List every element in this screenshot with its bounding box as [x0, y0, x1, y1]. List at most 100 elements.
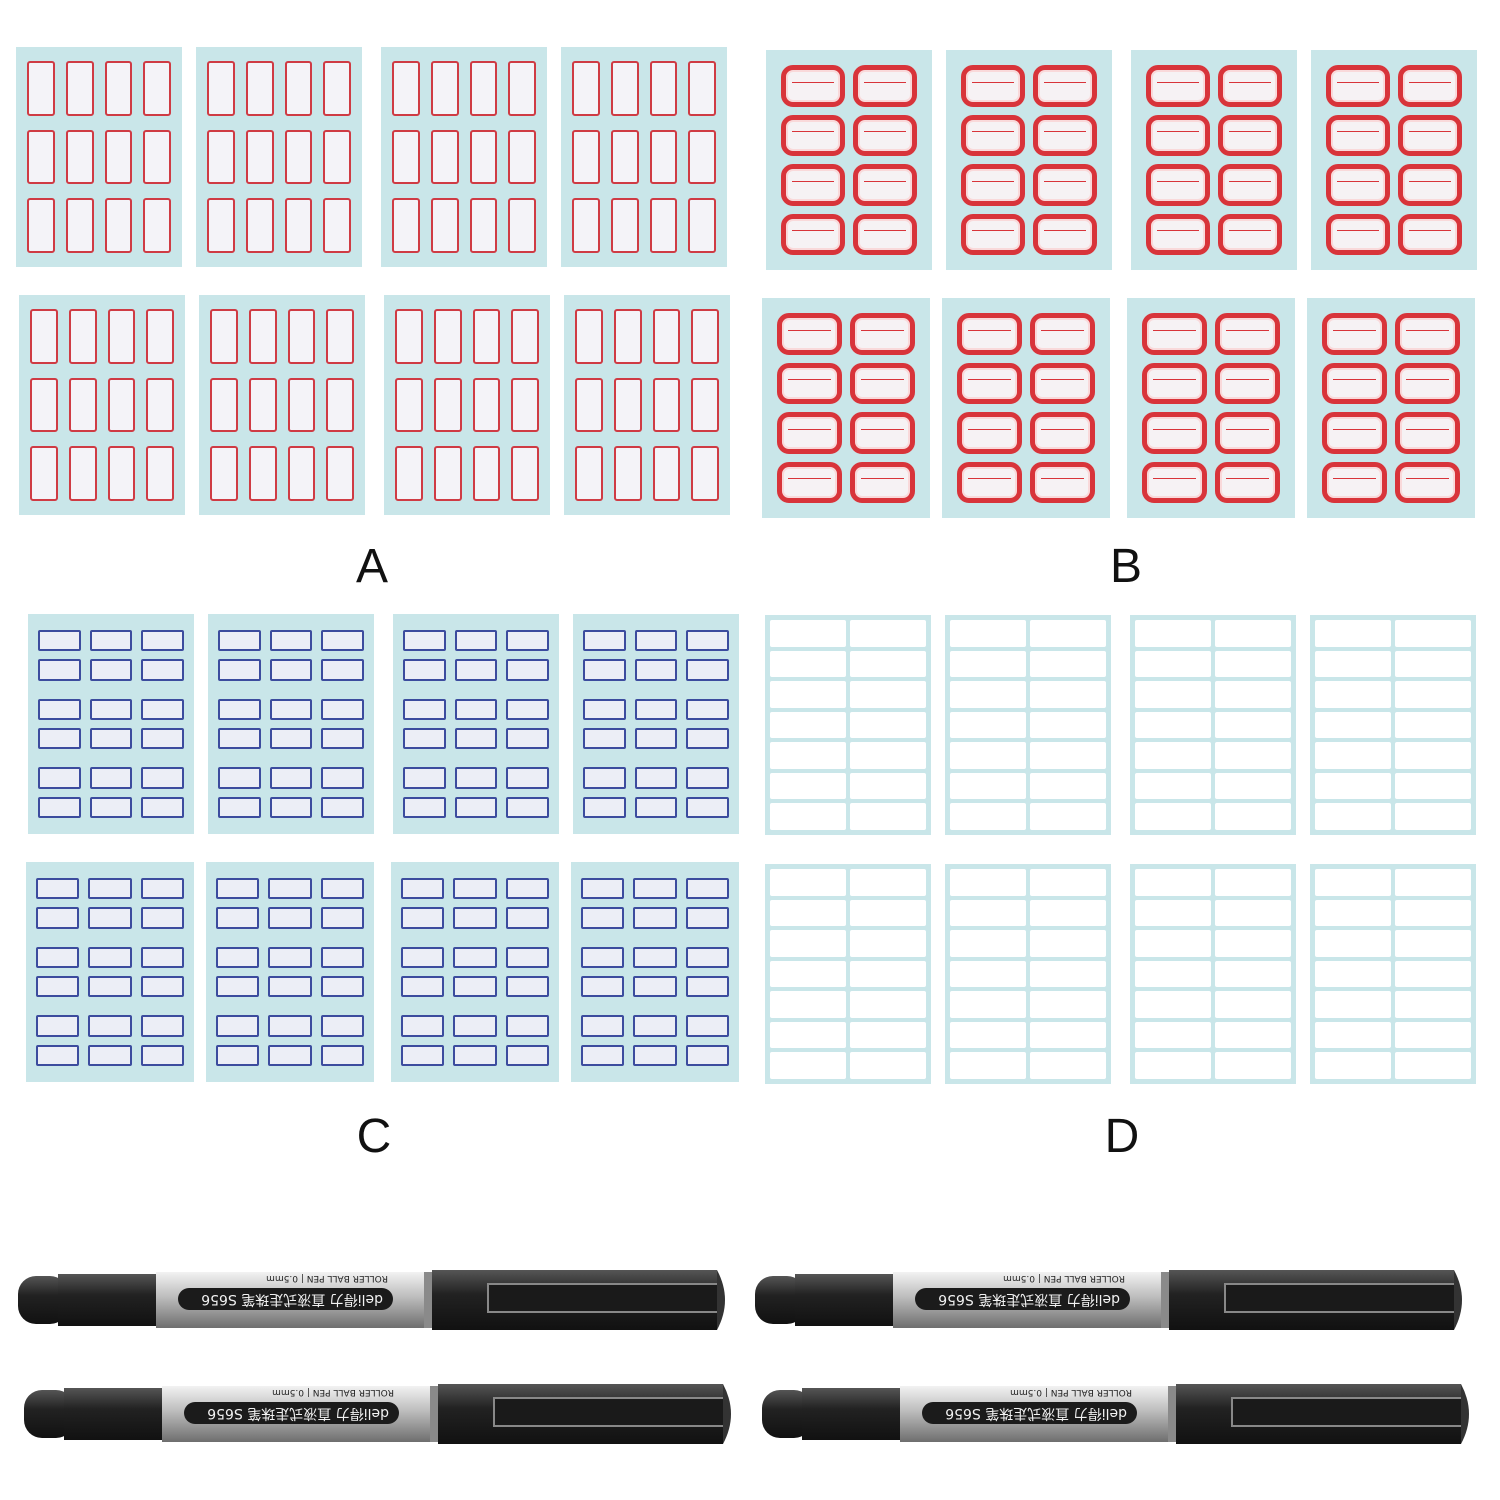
sticker-label: [581, 1015, 625, 1037]
sticker-label: [433, 377, 462, 433]
pen-type-text: ROLLER BALL PEN | 0.5mm: [1003, 1273, 1125, 1283]
sticker-label: [38, 698, 81, 720]
sticker-label: [1215, 742, 1291, 769]
sticker-label: [508, 198, 536, 253]
sticker-label: [575, 446, 603, 501]
sticker-label: [216, 907, 260, 929]
label-sheet: [1127, 298, 1295, 518]
sticker-label: [850, 930, 926, 957]
label-sheet: [208, 614, 374, 834]
sticker-label: [454, 659, 498, 681]
pen-end-cap: [762, 1390, 812, 1438]
sticker-label: [268, 976, 312, 998]
sticker-label: [850, 362, 915, 404]
group-label-b: B: [1109, 540, 1142, 593]
sticker-label: [30, 446, 58, 501]
sticker-label: [506, 630, 549, 652]
sticker-label: [88, 878, 132, 900]
sticker-label: [88, 1044, 132, 1066]
sticker-label: [27, 61, 55, 116]
pen-band: [424, 1272, 434, 1328]
sticker-label: [686, 630, 729, 652]
pen-tip: [1461, 1384, 1469, 1444]
pen-grip: [58, 1274, 158, 1326]
sticker-label: [770, 899, 846, 927]
sticker-label: [395, 309, 423, 364]
sticker-label: [216, 878, 260, 900]
sticker-label: [1135, 960, 1211, 988]
pen-brand-text: deli得力 直液式走珠笔 S656: [207, 1405, 389, 1422]
sticker-label: [30, 377, 58, 433]
sticker-label: [1326, 213, 1390, 255]
sticker-label: [950, 772, 1026, 800]
sticker-label: [320, 878, 364, 900]
sticker-label: [950, 711, 1026, 739]
sticker-label: [777, 412, 842, 454]
sticker-label: [287, 309, 316, 364]
sticker-label: [65, 198, 94, 253]
sticker-label: [1135, 991, 1211, 1018]
sticker-label: [1398, 213, 1462, 255]
sticker-label: [1030, 650, 1106, 678]
sticker-label: [269, 796, 313, 818]
sticker-label: [1395, 1052, 1471, 1079]
sticker-label: [633, 946, 677, 968]
sticker-label: [850, 620, 926, 647]
sticker-label: [1142, 313, 1207, 355]
sticker-label: [248, 377, 277, 433]
sticker-label: [957, 461, 1022, 503]
sticker-label: [89, 698, 133, 720]
sticker-label: [850, 772, 926, 800]
label-sheet: [766, 50, 932, 270]
sticker-label: [1398, 164, 1462, 206]
sticker-label: [1395, 930, 1471, 957]
sticker-label: [268, 1015, 312, 1037]
sticker-label: [107, 377, 136, 433]
sticker-label: [652, 446, 681, 501]
group-label-a: A: [355, 540, 388, 593]
sticker-label: [146, 446, 174, 501]
sticker-label: [269, 728, 313, 750]
sticker-label: [950, 899, 1026, 927]
sticker-label: [269, 767, 313, 789]
sticker-label: [284, 61, 313, 116]
sticker-label: [961, 164, 1025, 206]
sticker-label: [1135, 803, 1211, 830]
sticker-label: [1315, 803, 1391, 830]
sticker-label: [1030, 991, 1106, 1018]
pen-grip: [802, 1388, 902, 1440]
sticker-label: [401, 1044, 445, 1066]
sticker-label: [1315, 681, 1391, 708]
sticker-label: [633, 976, 677, 998]
sticker-label: [1142, 412, 1207, 454]
pen-end-cap: [755, 1276, 805, 1324]
sticker-label: [581, 1044, 625, 1066]
sticker-label: [268, 946, 312, 968]
sticker-label: [218, 796, 261, 818]
label-sheet: [765, 615, 931, 835]
sticker-label: [1215, 991, 1291, 1018]
sticker-label: [36, 907, 80, 929]
sticker-label: [685, 878, 729, 900]
sticker-label: [691, 377, 719, 433]
sticker-label: [284, 129, 313, 185]
label-sheet: [384, 295, 550, 515]
sticker-label: [89, 728, 133, 750]
sticker-label: [961, 213, 1025, 255]
sticker-label: [323, 61, 351, 116]
label-sheet: [1311, 50, 1477, 270]
sticker-label: [401, 1015, 445, 1037]
sticker-label: [770, 1021, 846, 1049]
sticker-label: [1315, 742, 1391, 769]
sticker-label: [1215, 930, 1291, 957]
sticker-label: [633, 1015, 677, 1037]
sticker-label: [770, 650, 846, 678]
sticker-label: [583, 630, 626, 652]
sticker-label: [505, 907, 549, 929]
sticker-label: [269, 659, 313, 681]
sticker-label: [140, 1044, 184, 1066]
sticker-label: [1315, 991, 1391, 1018]
sticker-label: [1135, 1052, 1211, 1079]
sticker-label: [1315, 899, 1391, 927]
